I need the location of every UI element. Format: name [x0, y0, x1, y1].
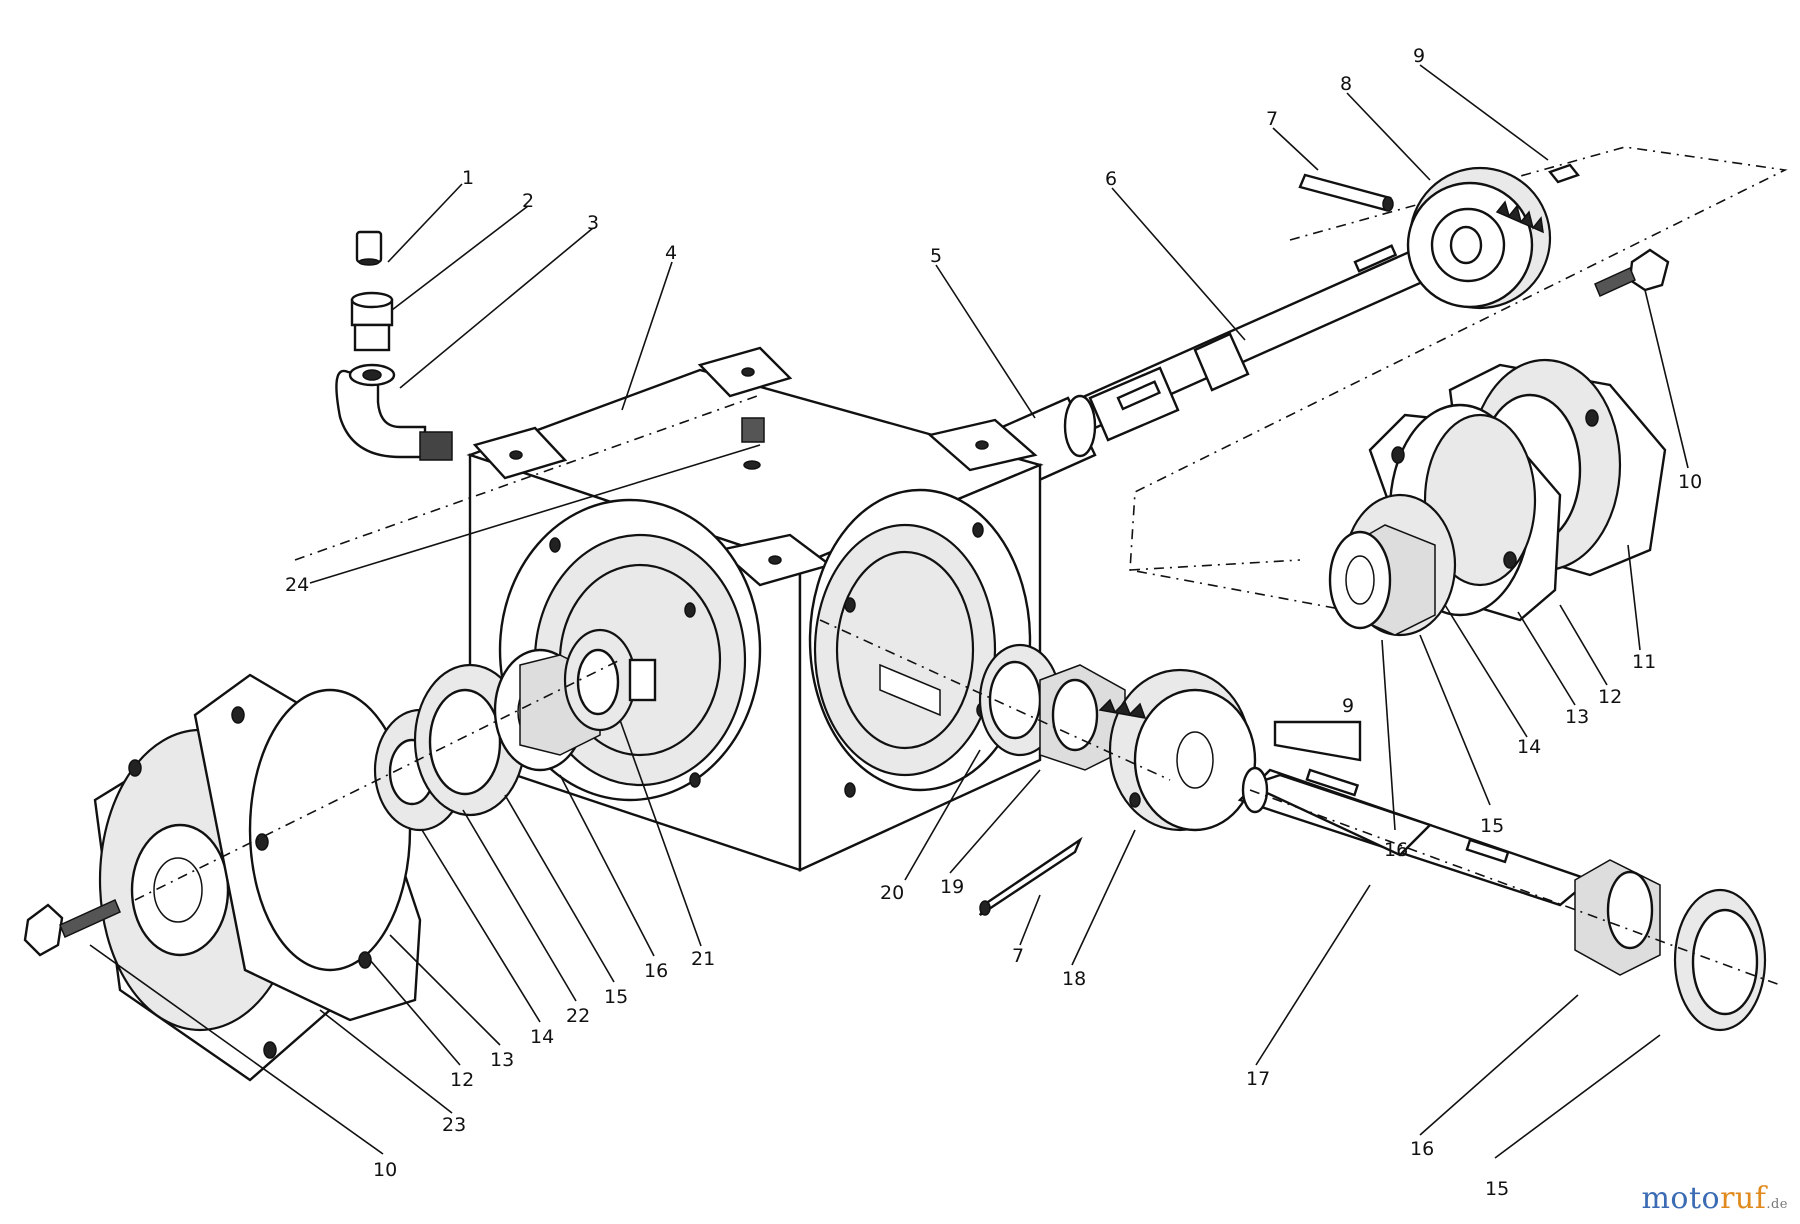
callout-23: 23: [442, 1114, 466, 1136]
callout-12-right: 12: [1598, 686, 1622, 708]
watermark-logo: motoruf.de: [1641, 1181, 1788, 1216]
left-flange-gasket: [193, 673, 422, 1022]
callout-20: 20: [880, 882, 904, 904]
center-tapered-bearing: [1039, 664, 1126, 771]
callout-12-left: 12: [450, 1069, 474, 1091]
lower-tapered-bearing: [1574, 859, 1661, 976]
callout-10-right: 10: [1678, 471, 1702, 493]
callout-10-left: 10: [373, 1159, 397, 1181]
callout-15-right: 15: [1480, 815, 1504, 837]
callout-15-left: 15: [604, 986, 628, 1008]
breather-nut: [350, 291, 394, 352]
assembly-axes: [134, 394, 1781, 986]
callout-21: 21: [691, 948, 715, 970]
callout-7-bottom: 7: [1012, 945, 1024, 967]
callout-19: 19: [940, 876, 964, 898]
center-key: [1273, 720, 1362, 762]
callout-7-top: 7: [1266, 108, 1278, 130]
leader-lines: [89, 64, 1689, 1159]
callout-2: 2: [522, 190, 534, 212]
input-shaft: [1237, 766, 1593, 907]
center-bevel-gear: [1098, 668, 1257, 832]
left-spacer-ring: [563, 628, 657, 732]
breather-elbow: [335, 363, 453, 461]
center-pin: [978, 836, 1083, 917]
callout-1: 1: [462, 167, 474, 189]
callout-9-top: 9: [1413, 45, 1425, 67]
callout-5: 5: [930, 245, 942, 267]
callout-17: 17: [1246, 1068, 1270, 1090]
callout-6: 6: [1105, 168, 1117, 190]
callout-16-bottom: 16: [1410, 1138, 1434, 1160]
callout-14-left: 14: [530, 1026, 554, 1048]
breather-fitting: [355, 230, 383, 266]
callout-24: 24: [285, 574, 309, 596]
callout-13-right: 13: [1565, 706, 1589, 728]
right-assembly-guide: [1129, 146, 1788, 623]
top-bevel-gear: [1406, 166, 1552, 310]
right-bearing-assembly: [1328, 493, 1457, 637]
left-bolt: [23, 898, 121, 957]
callout-8: 8: [1340, 73, 1352, 95]
callouts: 1 2 3 4 5 6 7 8 9 10 11 12 13 14 15 16 2…: [285, 45, 1702, 1200]
drain-plug: [741, 417, 765, 443]
callout-16-right: 16: [1384, 839, 1408, 861]
callout-9-bottom: 9: [1342, 695, 1354, 717]
top-key: [1548, 163, 1580, 184]
callout-22: 22: [566, 1005, 590, 1027]
callout-3: 3: [587, 212, 599, 234]
lower-bearing-cup: [1673, 888, 1767, 1032]
callout-16-left: 16: [644, 960, 668, 982]
right-bolt: [1594, 248, 1670, 298]
callout-15-bottom: 15: [1485, 1178, 1509, 1200]
callout-14-right: 14: [1517, 736, 1541, 758]
callout-4: 4: [665, 242, 677, 264]
callout-11: 11: [1632, 651, 1656, 673]
top-pin: [1298, 173, 1394, 212]
callout-18: 18: [1062, 968, 1086, 990]
callout-13-left: 13: [490, 1049, 514, 1071]
